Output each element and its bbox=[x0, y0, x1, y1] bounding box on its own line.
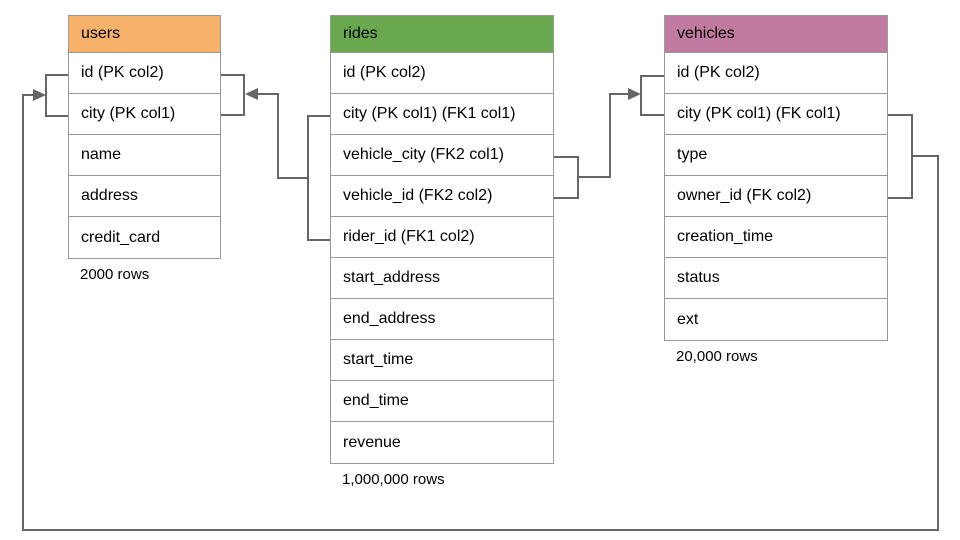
relationship-vehicles-users-line bbox=[22, 94, 939, 531]
column-row: vehicle_id (FK2 col2) bbox=[331, 176, 553, 217]
column-row: name bbox=[69, 135, 220, 176]
table-header-vehicles: vehicles bbox=[665, 16, 887, 53]
column-row: city (PK col1) bbox=[69, 94, 220, 135]
column-row: creation_time bbox=[665, 217, 887, 258]
rides-fk2-bracket bbox=[554, 156, 579, 199]
column-row: owner_id (FK col2) bbox=[665, 176, 887, 217]
relationship-rides-users-arrowhead bbox=[245, 88, 258, 100]
column-row: city (PK col1) (FK1 col1) bbox=[331, 94, 553, 135]
vehicles-pk-bracket bbox=[640, 75, 664, 116]
table-rides: rides id (PK col2)city (PK col1) (FK1 co… bbox=[330, 15, 554, 464]
column-row: start_time bbox=[331, 340, 553, 381]
table-vehicles: vehicles id (PK col2)city (PK col1) (FK … bbox=[664, 15, 888, 341]
row-count-vehicles: 20,000 rows bbox=[676, 348, 758, 365]
relationship-rides-vehicles-arrowhead bbox=[628, 88, 641, 100]
column-row: start_address bbox=[331, 258, 553, 299]
column-row: rider_id (FK1 col2) bbox=[331, 217, 553, 258]
column-row: id (PK col2) bbox=[331, 53, 553, 94]
relationship-rides-users-line bbox=[258, 93, 308, 179]
relationship-vehicles-users-arrowhead bbox=[33, 89, 46, 101]
column-row: end_time bbox=[331, 381, 553, 422]
column-row: address bbox=[69, 176, 220, 217]
row-count-users: 2000 rows bbox=[80, 266, 150, 283]
column-row: end_address bbox=[331, 299, 553, 340]
relationship-rides-vehicles-line bbox=[578, 93, 628, 178]
users-pk-bracket-left bbox=[45, 74, 68, 117]
column-row: ext bbox=[677, 310, 699, 328]
column-row: credit_card bbox=[81, 228, 161, 246]
column-row: id (PK col2) bbox=[665, 53, 887, 94]
table-header-rides: rides bbox=[331, 16, 553, 53]
table-columns-vehicles: id (PK col2)city (PK col1) (FK col1)type… bbox=[665, 53, 887, 340]
table-header-users: users bbox=[69, 16, 220, 53]
column-row: status bbox=[665, 258, 887, 299]
rides-fk1-bracket bbox=[307, 115, 330, 241]
users-pk-bracket-right bbox=[221, 74, 245, 116]
row-count-rides: 1,000,000 rows bbox=[342, 471, 445, 488]
column-row: id (PK col2) bbox=[69, 53, 220, 94]
vehicles-fk-bracket bbox=[888, 114, 913, 199]
column-row: city (PK col1) (FK col1) bbox=[665, 94, 887, 135]
column-row: vehicle_city (FK2 col1) bbox=[331, 135, 553, 176]
column-row: type bbox=[665, 135, 887, 176]
table-columns-rides: id (PK col2)city (PK col1) (FK1 col1)veh… bbox=[331, 53, 553, 463]
column-row: revenue bbox=[343, 433, 401, 451]
